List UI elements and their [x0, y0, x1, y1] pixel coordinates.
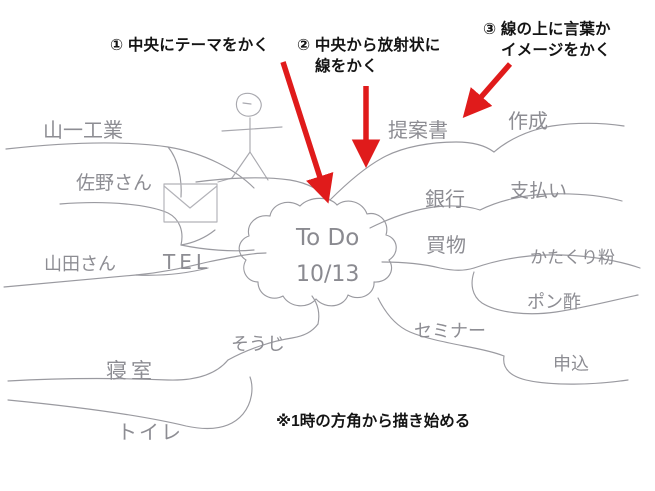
label-ginko: 銀行: [425, 187, 465, 211]
branch-sakusei: [493, 122, 625, 153]
label-seminar: セミナー: [414, 321, 486, 342]
label-toire: トイレ: [117, 420, 183, 444]
branch-sano-curve: [180, 229, 216, 246]
branch-yamada-tel: [3, 252, 267, 288]
branch-kaimono: [381, 261, 475, 271]
branch-yamaichi-kogyo: [5, 142, 255, 189]
branch-shiharai: [479, 193, 623, 211]
label-sakusei: 作成: [508, 109, 548, 133]
branch-souji-up: [311, 295, 320, 325]
label-teiansho: 提案書: [388, 118, 448, 142]
center-cloud: [238, 197, 397, 307]
branch-ginko: [369, 205, 481, 229]
annotation-step-1: ① 中央にテーマをかく: [110, 37, 270, 54]
label-kaimono: 買物: [426, 233, 466, 257]
branch-katakuriko: [473, 254, 641, 269]
label-souji: そうじ: [231, 334, 285, 355]
label-moushikomi: 申込: [553, 354, 589, 375]
center-label-line1: To Do: [296, 225, 360, 251]
label-shiharai: 支払い: [510, 180, 568, 202]
arrow-step-3: [462, 62, 513, 119]
branch-seminar: [377, 297, 505, 357]
branch-moushikomi: [503, 355, 629, 385]
label-ponzu: ポン酢: [527, 292, 581, 313]
annotation-step-3: ③ 線の上に言葉か イメージをかく: [483, 21, 611, 59]
branch-shinshitsu: [7, 359, 229, 382]
branch-toire: [7, 376, 253, 430]
branch-sano-san: [59, 202, 183, 246]
branch-left-mid: [180, 244, 255, 252]
label-tel: TEL: [163, 250, 211, 274]
label-yamaichi-kogyo: 山一工業: [43, 118, 123, 142]
label-katakuriko: かたくり粉: [530, 248, 615, 268]
branch-ponzu: [471, 271, 639, 315]
envelope-icon: [163, 183, 218, 223]
annotation-step-2: ② 中央から放射状に 線をかく: [297, 37, 441, 75]
annotation-note: ※1時の方角から描き始める: [276, 413, 471, 430]
label-sano-san: 佐野さん: [76, 172, 153, 194]
branch-souji: [227, 323, 319, 361]
arrow-step-1: [280, 61, 334, 204]
stick-figure-sketch: [217, 92, 283, 183]
branch-connector-upper-left: [167, 146, 182, 198]
label-yamada-san: 山田さん: [44, 254, 116, 275]
center-label-line2: 10/13: [296, 262, 360, 287]
branch-tel-tail: [135, 267, 209, 276]
branch-teiansho: [329, 141, 495, 201]
label-shinshitsu: 寝室: [106, 359, 156, 383]
